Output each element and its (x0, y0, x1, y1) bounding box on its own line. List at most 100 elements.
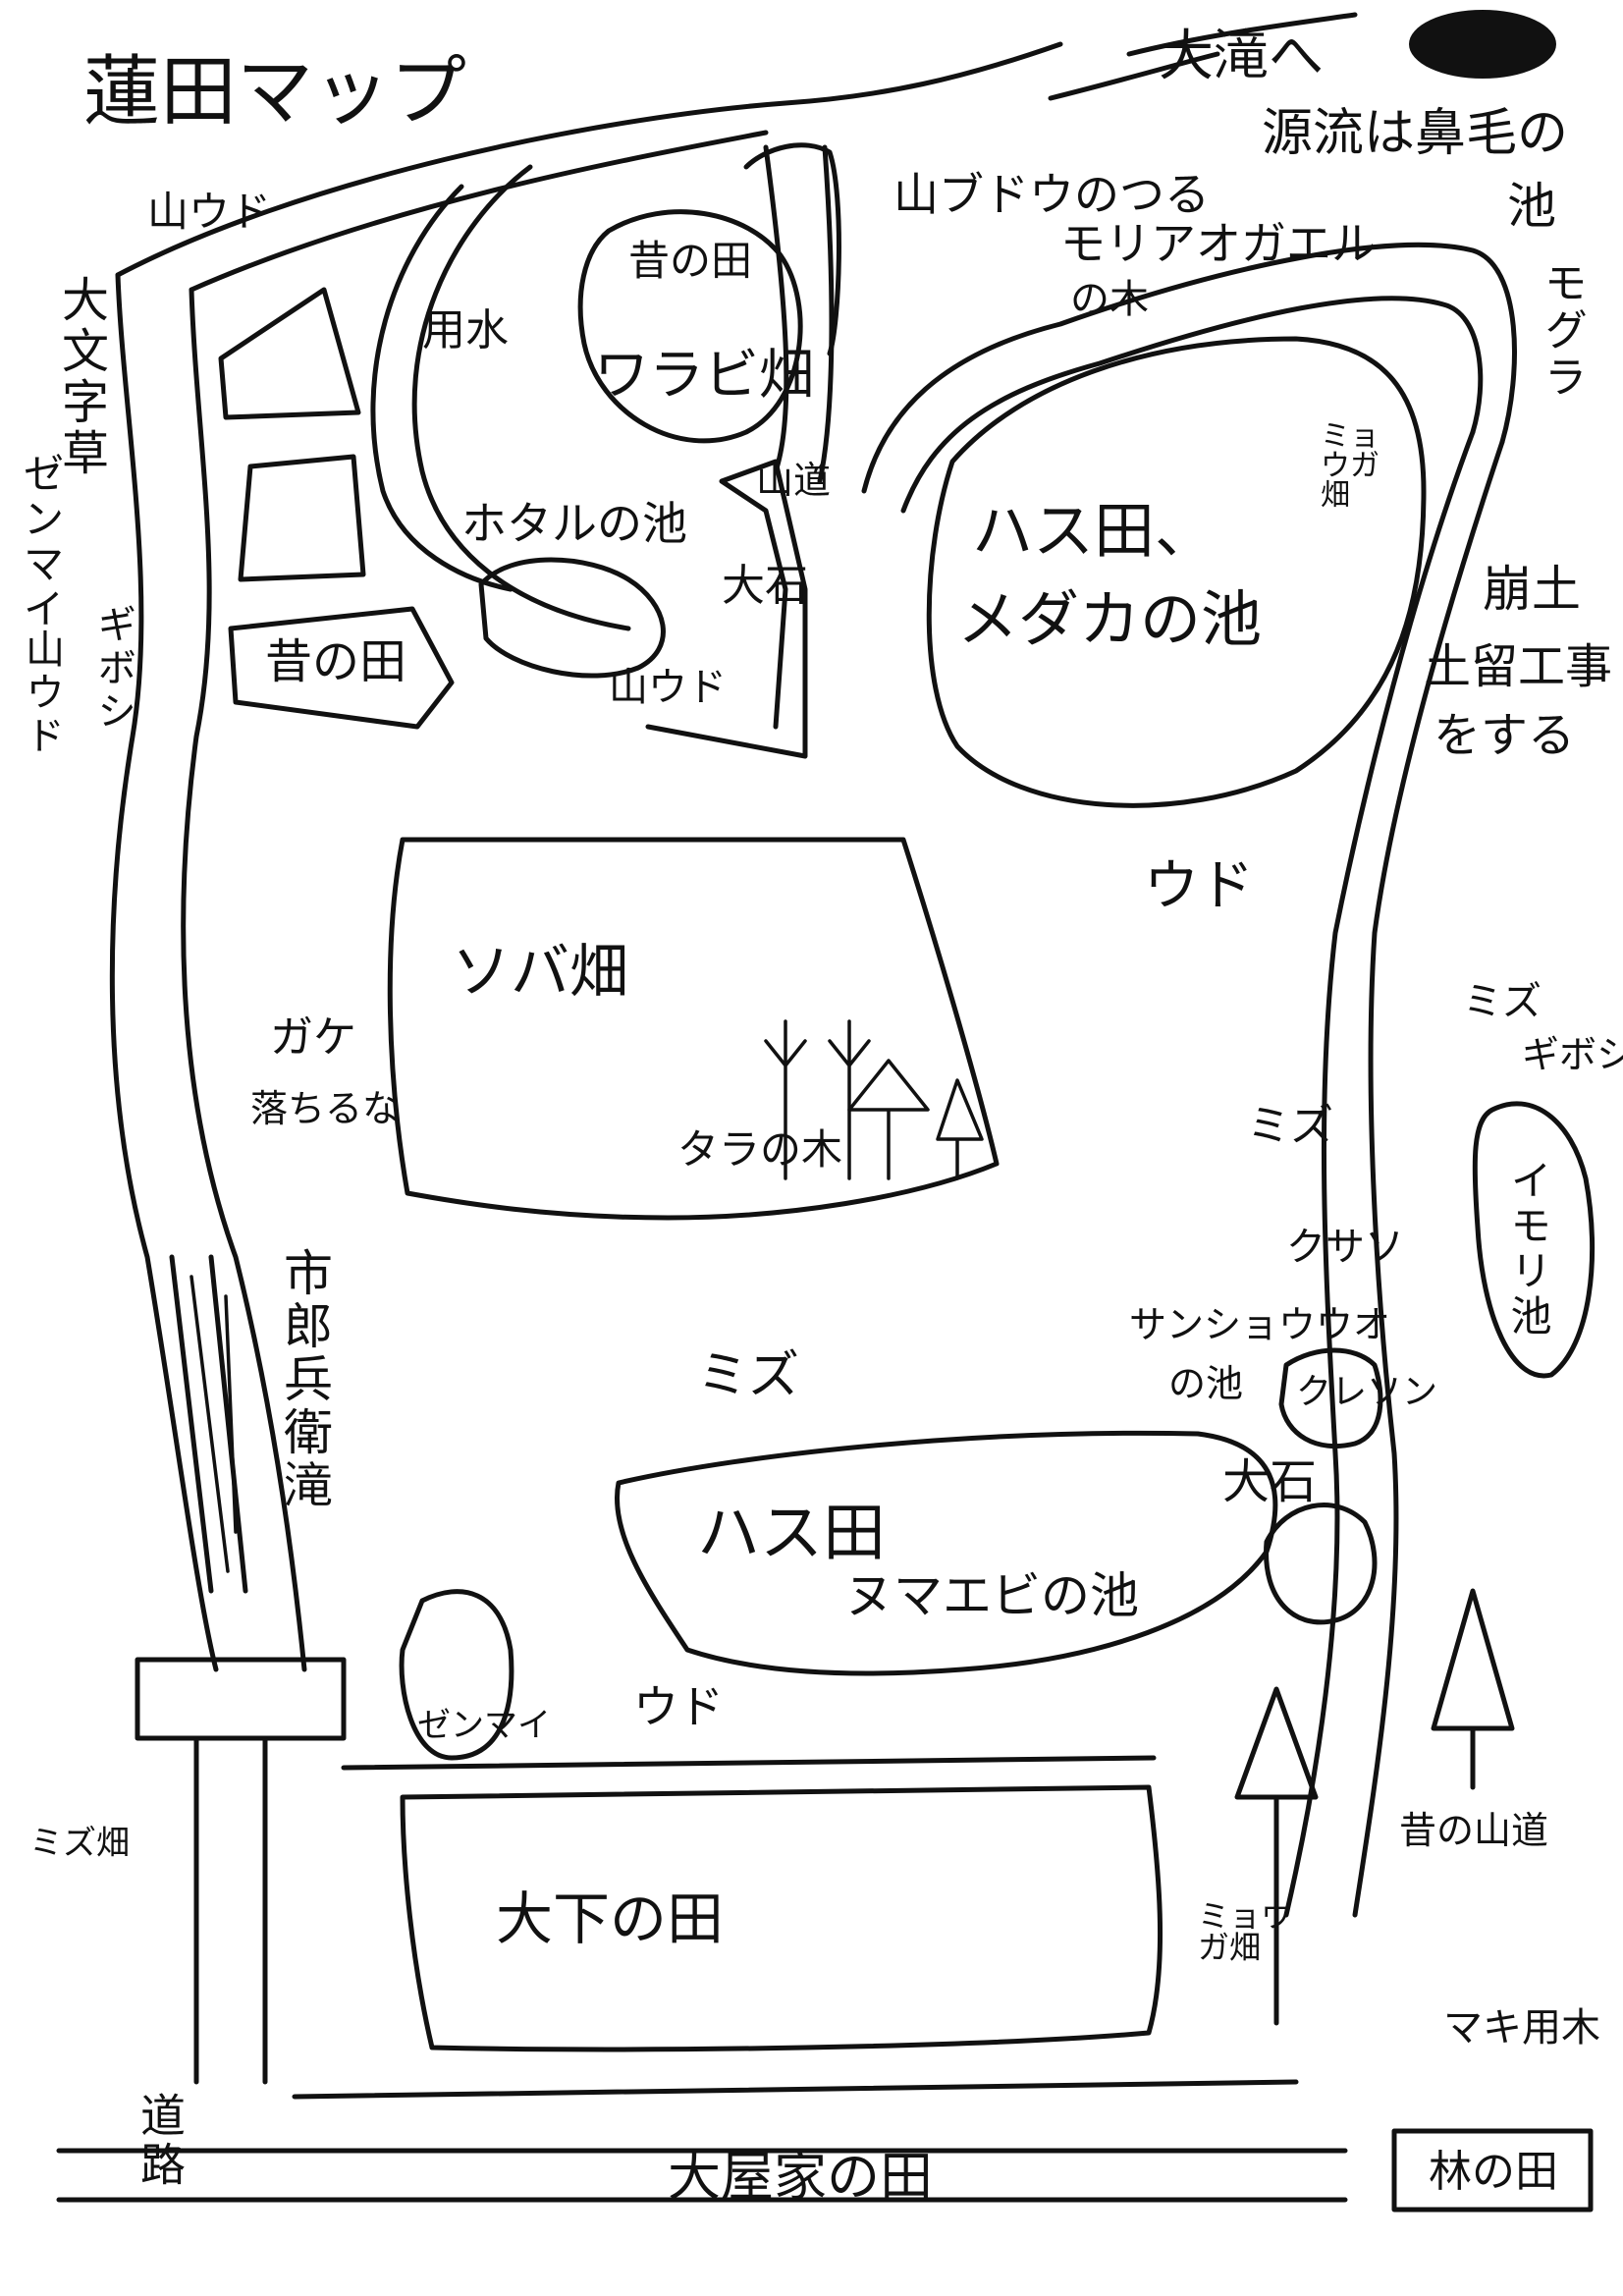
label-kusasotetsu: クサソ (1286, 1225, 1404, 1270)
taki-line-1 (169, 1254, 214, 1594)
soba-field (387, 837, 1000, 1221)
oshita-border (292, 1755, 1299, 2100)
label-soba-hata: ソバ畑 (452, 938, 628, 1007)
bottom-road (56, 2148, 1348, 2203)
label-tara-no-ki: タラの木 (677, 1125, 843, 1174)
oshita-field (400, 1784, 1163, 2052)
label-myoga-bottom: ミョウガ畑 (1198, 1897, 1293, 1966)
label-mukashi-yamamichi: 昔の山道 (1399, 1809, 1549, 1852)
label-kuzure-1: 崩土 (1483, 561, 1581, 618)
label-daimonjiso: 大文字草 (53, 275, 108, 479)
hotaru-pond (478, 557, 666, 679)
label-yama-budo: 山ブドウのつる (893, 168, 1210, 221)
label-mukashi-no-ta-left: 昔の田 (265, 634, 407, 689)
label-hasuda-medaka-2: メダカの池 (957, 583, 1263, 655)
label-douro: 道路 (134, 2092, 187, 2190)
label-hasuda-medaka-1: ハス田、 (972, 495, 1217, 567)
label-imori-pond: イモリ池 (1504, 1159, 1552, 1339)
myoga-tree (1234, 1686, 1319, 2026)
label-warabi-hata: ワラビ畑 (594, 344, 814, 408)
mukashi-no-ta-left (228, 606, 455, 730)
west-road-outer (109, 272, 219, 1672)
tara-tree-2 (828, 1019, 871, 1180)
taki-line-2 (208, 1254, 248, 1594)
east-road-inner (1283, 429, 1476, 1918)
label-oishi-top: 大石 (722, 561, 808, 611)
label-yamaudo-top: 山ウド (147, 188, 272, 236)
label-hotaru-pond: ホタルの池 (461, 497, 687, 550)
top-road-upper (115, 41, 1063, 278)
label-myoga-top: ミョウガ畑 (1321, 419, 1380, 513)
label-mizu-hata: ミズ畑 (29, 1824, 130, 1863)
warabi-field (577, 209, 803, 444)
stream-top-inner (1048, 51, 1220, 101)
label-giboshi-left: ギボシ (90, 604, 135, 734)
label-ichirobei-taki: 市郎兵衛滝 (276, 1247, 333, 1512)
label-mogura: モグラ (1537, 260, 1587, 402)
central-loop (743, 142, 841, 356)
taki-flow (189, 1275, 238, 1573)
tara-tree-3 (847, 1059, 930, 1180)
mukashi-tree (1431, 1588, 1515, 1790)
yosui-channel-a (411, 164, 631, 631)
label-giboshi-right: ギボシ (1522, 1033, 1623, 1076)
label-sanshouo-pond-2: の池 (1168, 1362, 1244, 1405)
label-makiyou-ki: マキ用木 (1443, 2005, 1600, 2050)
tara-tree-4 (936, 1078, 984, 1180)
central-track-b (817, 144, 835, 484)
imori-pond (1472, 1101, 1596, 1379)
label-yamaudo-left: 山ウド (19, 629, 64, 758)
label-mizu-right: ミズ (1463, 979, 1542, 1024)
label-yamamichi: 山道 (756, 459, 832, 502)
central-track-a (763, 144, 789, 474)
field-upper-left-2 (238, 454, 366, 582)
yosui-channel-b (370, 184, 514, 592)
label-mukashi-no-ta-top: 昔の田 (628, 237, 753, 285)
label-source-note-1: 源流は鼻毛の (1262, 104, 1569, 163)
upper-loop-outer (861, 242, 1517, 494)
label-udo-bottom: ウド (633, 1680, 724, 1733)
label-mizu-center: ミズ (697, 1346, 800, 1405)
east-road-outer (1352, 439, 1505, 1918)
label-gake-note: 落ちるな (250, 1087, 401, 1130)
label-ooyake-no-ta: 大屋家の田 (668, 2146, 933, 2208)
label-udo-right: ウド (1144, 854, 1254, 918)
gate-block (135, 1657, 347, 1741)
label-zenmai-left: ゼンマイ (17, 452, 65, 632)
yamamichi-plot (645, 459, 808, 759)
label-gake: ガケ (270, 1012, 356, 1063)
label-numaebi-pond: ヌマエビの池 (844, 1567, 1139, 1624)
label-hayashi-no-ta: 林の田 (1429, 2147, 1558, 2197)
label-to-otaki: 大滝へ (1159, 25, 1324, 88)
west-road-inner (181, 287, 307, 1672)
kureson-plot (1278, 1347, 1383, 1449)
numaebi-pond (615, 1430, 1278, 1676)
hasuda-medaka-pond (926, 336, 1427, 808)
tara-tree-1 (764, 1019, 807, 1180)
hayashi-field-box (1391, 2128, 1594, 2213)
upper-loop-inner (900, 296, 1484, 514)
label-oshita-no-ta: 大下の田 (496, 1886, 725, 1952)
label-yosui: 用水 (422, 305, 509, 355)
field-upper-left-1 (218, 287, 361, 420)
label-kuzure-3: をする (1434, 708, 1576, 763)
label-source-note-2: 池 (1507, 178, 1556, 235)
label-oishi-bottom: 大石 (1222, 1454, 1318, 1509)
map-title: 蓮田マップ (83, 48, 467, 137)
gate-path (193, 1735, 268, 2085)
label-sanshouo-pond-1: サンショウウオ (1129, 1303, 1391, 1346)
label-kuzure-2: 土留工事 (1424, 639, 1613, 694)
label-mori-aogaeru: モリアオガエル (1060, 217, 1377, 270)
label-hasuda-bottom: ハス田 (697, 1498, 886, 1570)
label-no-ki: の木 (1070, 277, 1149, 322)
label-mizu-mid-right: ミズ (1247, 1101, 1333, 1151)
label-kureson: クレソン (1296, 1372, 1438, 1412)
label-zenmai-bottom: ゼンマイ (417, 1706, 551, 1745)
label-yamaudo-mid: 山ウド (609, 665, 727, 710)
oishi-bottom-rock (1264, 1503, 1378, 1625)
blackout-mark (1409, 10, 1556, 79)
zenmai-plot (399, 1589, 514, 1761)
stream-top (1126, 12, 1358, 57)
